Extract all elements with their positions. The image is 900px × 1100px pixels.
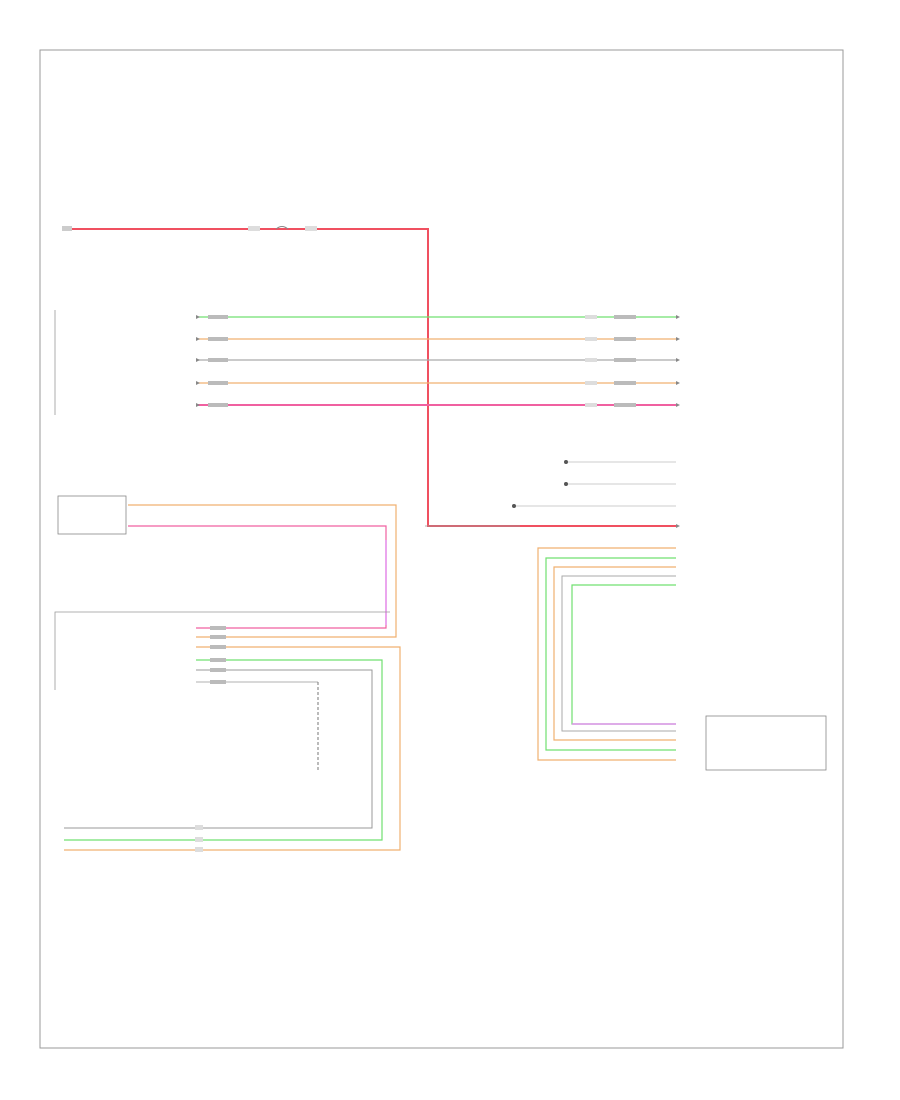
power-feed-wire <box>64 228 676 527</box>
wire-tag <box>208 403 228 407</box>
right-stubs <box>425 460 676 527</box>
wire-magenta <box>128 525 387 629</box>
wire-tag <box>614 358 636 362</box>
wire-green <box>545 557 676 751</box>
wire-tag <box>210 635 226 639</box>
wire-tag <box>614 337 636 341</box>
pin-arrow <box>676 381 680 385</box>
module-box <box>57 495 127 535</box>
wire-tag <box>614 315 636 319</box>
wire-gray <box>196 669 373 829</box>
pin-arrow <box>196 337 200 341</box>
pin-arrow <box>196 358 200 362</box>
wire-tag <box>210 658 226 662</box>
wire-gray <box>561 575 676 732</box>
wire-tag <box>208 358 228 362</box>
right-lower-bundle <box>537 547 827 771</box>
wire-tag <box>614 403 636 407</box>
pin-box <box>248 226 260 231</box>
pin-box <box>195 825 203 830</box>
pin-box <box>305 226 317 231</box>
wire-tag <box>210 668 226 672</box>
splice-dot <box>564 460 568 464</box>
wire-green <box>571 584 676 725</box>
pin-arrow <box>676 315 680 319</box>
left-small-module <box>57 495 397 638</box>
pin-arrow <box>676 524 680 528</box>
connector-outline <box>54 611 390 690</box>
wire-tag <box>208 337 228 341</box>
pin-arrow <box>196 315 200 319</box>
pin-box <box>585 403 597 407</box>
wire-tag <box>208 381 228 385</box>
left-lower-connector <box>54 611 401 852</box>
wire-green <box>196 659 383 841</box>
pin-marks <box>196 315 680 528</box>
pin-arrow <box>196 381 200 385</box>
signal-bus <box>196 315 676 407</box>
wire-tag <box>208 315 228 319</box>
pin-arrow <box>676 358 680 362</box>
wire-orange <box>128 504 397 638</box>
pin-box <box>62 226 72 231</box>
fuse-symbol <box>275 226 289 230</box>
diagram-frame <box>39 49 844 1049</box>
wire-tag <box>210 626 226 630</box>
pin-box <box>585 337 597 341</box>
wire-tag <box>210 645 226 649</box>
wire-orange <box>537 547 676 761</box>
wire-orange <box>553 566 676 741</box>
pin-arrow <box>196 403 200 407</box>
power-feed-circuit <box>62 226 676 527</box>
wire-orange <box>196 646 401 851</box>
splice-dot <box>564 482 568 486</box>
wire-tag <box>614 381 636 385</box>
pin-arrow <box>676 403 680 407</box>
wire-tag <box>210 680 226 684</box>
pin-box <box>195 837 203 842</box>
pin-box <box>585 381 597 385</box>
pin-box <box>195 847 203 852</box>
passenger-module-box <box>705 715 827 771</box>
pin-box <box>585 315 597 319</box>
splice-dot <box>512 504 516 508</box>
pin-arrow <box>676 337 680 341</box>
pin-box <box>585 358 597 362</box>
